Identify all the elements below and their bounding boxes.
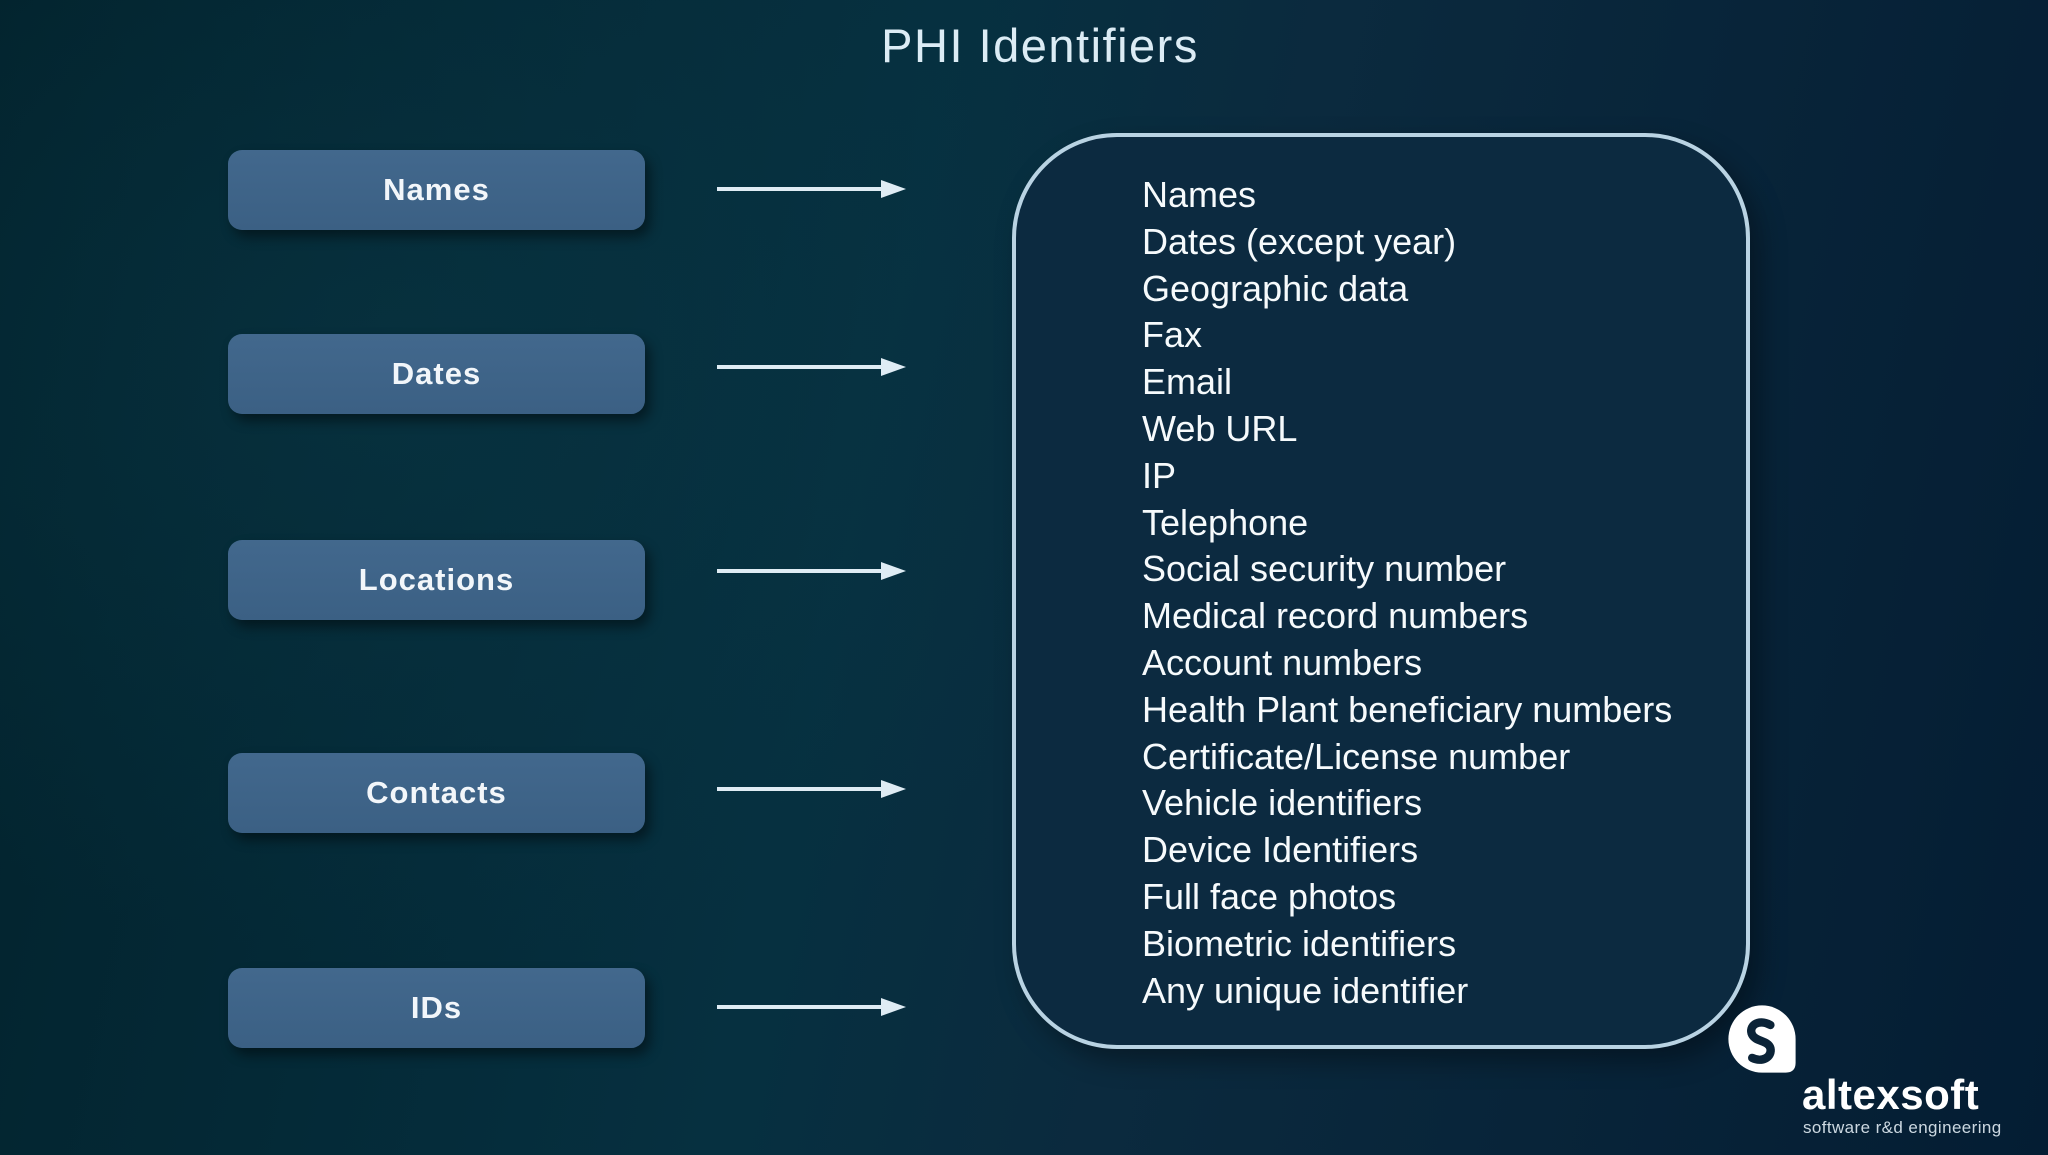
list-item: Dates (except year) bbox=[1142, 220, 1457, 262]
category-button-ids[interactable]: IDs bbox=[228, 968, 645, 1048]
arrow-right-icon bbox=[717, 180, 906, 198]
category-label: Names bbox=[383, 172, 490, 207]
category-button-dates[interactable]: Dates bbox=[228, 334, 645, 414]
list-item: Vehicle identifiers bbox=[1142, 782, 1423, 824]
list-item: Geographic data bbox=[1142, 267, 1409, 309]
arrow-right-icon bbox=[717, 562, 906, 580]
list-item: Health Plant beneficiary numbers bbox=[1142, 688, 1673, 730]
category-label: IDs bbox=[410, 990, 463, 1025]
list-item: Fax bbox=[1142, 314, 1203, 356]
identifiers-panel bbox=[1012, 133, 1750, 1049]
list-item: Medical record numbers bbox=[1142, 595, 1529, 637]
category-button-locations[interactable]: Locations bbox=[228, 540, 645, 620]
list-item: Any unique identifier bbox=[1142, 969, 1469, 1011]
list-item: Biometric identifiers bbox=[1142, 922, 1457, 964]
arrow-right-icon bbox=[717, 780, 906, 798]
altexsoft-logo: altexsoft software r&d engineering bbox=[1700, 990, 2048, 1155]
list-item: Full face photos bbox=[1142, 875, 1397, 917]
list-item: Device Identifiers bbox=[1142, 829, 1419, 871]
category-label: Dates bbox=[391, 356, 482, 391]
arrow-right-icon bbox=[717, 998, 906, 1016]
arrow-right-icon bbox=[717, 358, 906, 376]
list-item: Email bbox=[1142, 361, 1233, 403]
category-button-names[interactable]: Names bbox=[228, 150, 645, 230]
page-title: PHI Identifiers bbox=[881, 19, 1199, 72]
category-label: Locations bbox=[358, 562, 515, 597]
altexsoft-mark-icon bbox=[1728, 1005, 1796, 1073]
list-item: Account numbers bbox=[1142, 641, 1423, 683]
list-item: IP bbox=[1142, 454, 1177, 496]
list-item: Social security number bbox=[1142, 548, 1507, 590]
list-item: Web URL bbox=[1142, 407, 1298, 449]
list-item: Telephone bbox=[1142, 501, 1309, 543]
logo-brand-text: altexsoft bbox=[1802, 1071, 1980, 1118]
list-item: Names bbox=[1142, 174, 1257, 215]
logo-tagline-text: software r&d engineering bbox=[1803, 1118, 2002, 1137]
identifier-list: Names Dates (except year) Geographic dat… bbox=[1142, 172, 1762, 1014]
category-button-contacts[interactable]: Contacts bbox=[228, 753, 645, 833]
category-label: Contacts bbox=[366, 775, 507, 810]
list-item: Certificate/License number bbox=[1142, 735, 1571, 777]
